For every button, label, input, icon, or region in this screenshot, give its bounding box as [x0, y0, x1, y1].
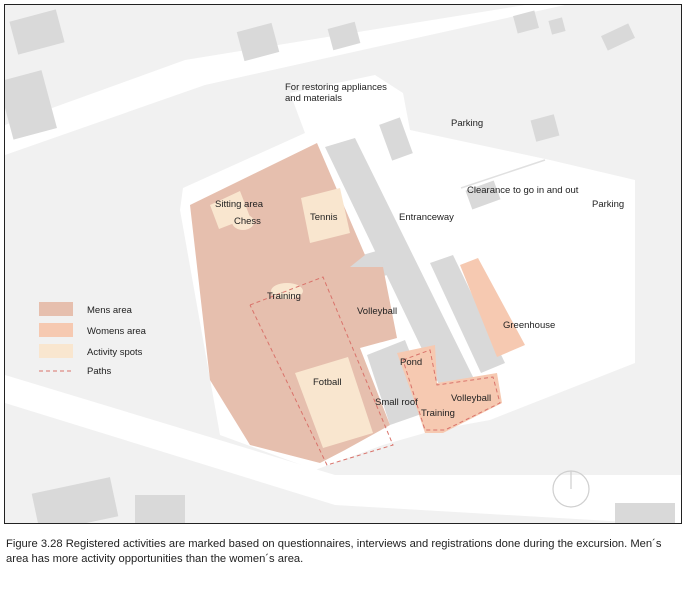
activity-spot-tennis: [301, 188, 350, 243]
label-pond: Pond: [400, 357, 422, 368]
legend-label-womens: Womens area: [87, 326, 147, 337]
street-lower: [5, 375, 681, 523]
neighbor-building: [135, 495, 185, 523]
small-building: [530, 114, 560, 142]
legend-label-activity: Activity spots: [87, 347, 143, 358]
neighbor-building: [513, 10, 539, 34]
legend-swatch-mens: [39, 302, 73, 316]
label-volleyball-center: Volleyball: [357, 306, 397, 317]
path-pond-loop: [402, 349, 501, 431]
neighbor-building: [31, 477, 119, 523]
legend-swatch-womens: [39, 323, 73, 337]
greenhouse-building: [430, 255, 505, 373]
site-plan-svg: For restoring appliances and materials P…: [5, 5, 681, 523]
label-fotball: Fotball: [313, 377, 342, 388]
label-entranceway: Entranceway: [399, 212, 454, 223]
label-restoring-1: For restoring appliances: [285, 82, 387, 93]
womens-area-greenhouse: [460, 258, 525, 357]
label-greenhouse: Greenhouse: [503, 320, 555, 331]
activity-spot-fotball: [295, 357, 373, 448]
legend-label-paths: Paths: [87, 366, 112, 377]
neighbor-building: [615, 503, 675, 523]
label-volleyball-right: Volleyball: [451, 393, 491, 404]
figure-caption: Figure 3.28 Registered activities are ma…: [6, 538, 662, 565]
legend-swatch-activity: [39, 344, 73, 358]
label-restoring-2: and materials: [285, 93, 342, 104]
womens-area-pond: [397, 345, 502, 433]
activity-spot-chess: [232, 214, 254, 230]
neighbor-building: [327, 21, 361, 51]
neighbor-building: [601, 23, 635, 51]
label-training-left: Training: [267, 291, 301, 302]
map-legend: Mens area Womens area Activity spots Pat…: [39, 302, 147, 377]
legend-label-mens: Mens area: [87, 305, 133, 316]
label-chess: Chess: [234, 216, 261, 227]
label-clearance: Clearance to go in and out: [467, 185, 579, 196]
label-training-right: Training: [421, 408, 455, 419]
label-sitting-area: Sitting area: [215, 199, 264, 210]
label-small-roof: Small roof: [375, 397, 418, 408]
main-building: [325, 138, 477, 397]
label-parking-top: Parking: [451, 118, 483, 129]
small-building: [465, 180, 501, 210]
site-map: For restoring appliances and materials P…: [4, 4, 682, 524]
activity-spot-training: [271, 283, 303, 299]
label-parking-right: Parking: [592, 199, 624, 210]
neighbor-building: [548, 17, 566, 35]
neighbor-building: [9, 9, 65, 55]
neighbor-building: [5, 70, 57, 140]
small-building: [379, 117, 413, 161]
label-tennis: Tennis: [310, 212, 338, 223]
path-left-loop: [249, 276, 394, 466]
neighbor-building: [236, 22, 280, 62]
site-inner-boundary: [460, 159, 546, 189]
